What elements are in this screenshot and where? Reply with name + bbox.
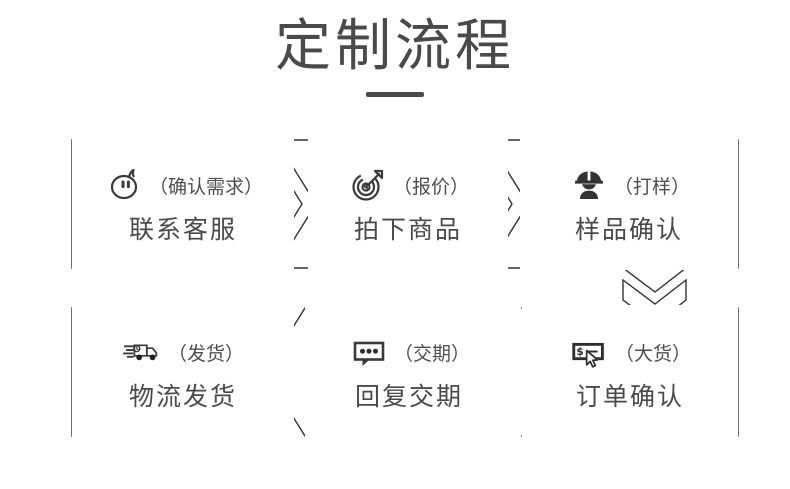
- speech-face-icon: [103, 164, 145, 206]
- flow-step-tag: （大货）: [614, 342, 691, 365]
- flow-step-place-order[interactable]: $ （报价） 拍下商品: [308, 138, 508, 270]
- flow-step-label: 样品确认: [574, 215, 683, 244]
- flow-step-tag: （交期）: [393, 342, 470, 365]
- flow-step-label: 订单确认: [575, 382, 684, 411]
- flow-step-contact-service[interactable]: （确认需求） 联系客服: [72, 138, 294, 270]
- flow-step-sample-confirm[interactable]: （打样） 样品确认: [520, 138, 738, 270]
- flow-row-top: （确认需求） 联系客服 $: [0, 138, 790, 270]
- page-title: 定制流程: [275, 14, 515, 79]
- flow-step-tag: （发货）: [167, 342, 244, 365]
- flow-step-logistics-shipping[interactable]: （发货） 物流发货: [72, 305, 294, 437]
- target-dollar-icon: $: [347, 164, 389, 206]
- svg-text:$: $: [576, 346, 583, 358]
- page-header: 定制流程: [0, 0, 790, 128]
- worker-helmet-icon: [568, 164, 610, 206]
- flow-step-label: 拍下商品: [353, 215, 462, 244]
- flow-step-tag: （报价）: [392, 175, 469, 198]
- flow-step-order-confirm[interactable]: $ （大货） 订单确认: [522, 305, 738, 437]
- payment-cursor-icon: $: [569, 331, 611, 373]
- chat-dots-icon: [348, 331, 390, 373]
- flow-step-label: 联系客服: [128, 215, 237, 244]
- flow-step-tag: （确认需求）: [148, 175, 263, 198]
- flow-step-reply-delivery-date[interactable]: （交期） 回复交期: [305, 305, 513, 437]
- flow-row-bottom: （发货） 物流发货 （交期）: [0, 305, 790, 437]
- flow-step-label: 回复交期: [354, 382, 463, 411]
- title-divider: [366, 92, 424, 97]
- svg-text:$: $: [363, 184, 369, 194]
- flow-step-label: 物流发货: [128, 382, 237, 411]
- flow-step-tag: （打样）: [613, 175, 690, 198]
- delivery-truck-icon: [122, 331, 164, 373]
